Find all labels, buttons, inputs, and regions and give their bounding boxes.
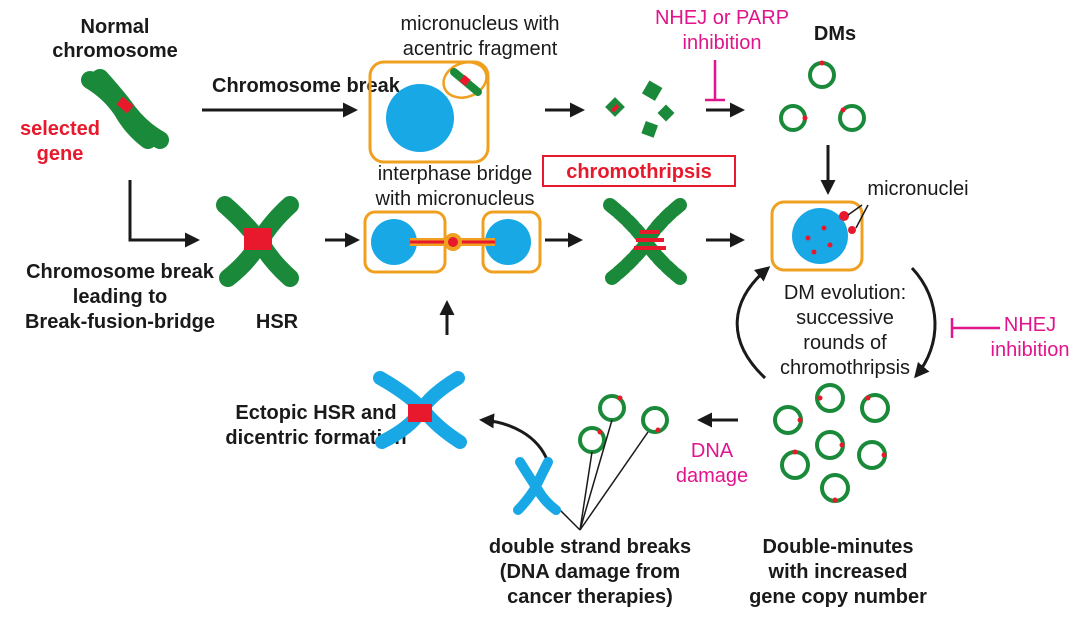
label-nhej-parp-2: inhibition [683,32,762,54]
label-dm-evolution-1: DM evolution: [784,282,906,304]
label-dm-evolution-4: chromothripsis [780,357,910,379]
label-selected-gene-1: selected [20,118,100,140]
dsb-blue-chromosome [513,457,561,515]
label-nhej-2: inhibition [991,339,1070,361]
arrow-to-ectopic [479,413,550,463]
label-dm-increased-3: gene copy number [749,586,927,608]
label-bfb-1: Chromosome break [26,261,215,283]
label-dna-damage-2: damage [676,465,748,487]
interphase-bridge [363,210,542,274]
hsr-chromosome [216,196,299,287]
label-interphase-1: interphase bridge [378,163,533,185]
label-nhej-1: NHEJ [1004,314,1056,336]
label-dna-damage-1: DNA [691,440,734,462]
label-dms: DMs [814,23,856,45]
label-micronuclei: micronuclei [867,178,968,200]
label-nhej-parp-1: NHEJ or PARP [655,7,789,29]
dsb-rings [578,394,669,454]
label-normal-chromosome-2: chromosome [52,40,178,62]
chromosome-fragments [605,80,675,138]
label-hsr: HSR [256,311,299,333]
label-bfb-2: leading to [73,286,167,308]
label-ectopic-1: Ectopic HSR and [235,402,396,424]
label-dsb-2: (DNA damage from [500,561,680,583]
label-normal-chromosome-1: Normal [81,16,150,38]
label-dm-evolution-2: successive [796,307,894,329]
ectopic-hsr-chromosome [373,371,467,449]
micronucleus-cell [368,60,490,164]
label-chromosome-break: Chromosome break [212,75,401,97]
label-dsb-3: cancer therapies) [507,586,673,608]
dm-cluster [773,383,890,503]
normal-chromosome [81,69,169,149]
label-dsb-1: double strand breaks [489,536,691,558]
label-interphase-2: with micronucleus [375,188,535,210]
arrow-to-hsr [128,180,200,248]
label-dm-increased-2: with increased [768,561,908,583]
label-micronucleus-1: micronucleus with [401,13,560,35]
arrow-evolution-right [910,266,937,379]
label-dm-evolution-3: rounds of [803,332,887,354]
label-bfb-3: Break-fusion-bridge [25,311,215,333]
label-selected-gene-2: gene [37,143,84,165]
cell-with-micronuclei [770,200,869,272]
shattered-chromosome [603,198,687,285]
label-micronucleus-2: acentric fragment [403,38,558,60]
label-dm-increased-1: Double-minutes [762,536,913,558]
chromothripsis-box [542,155,736,187]
arrow-evolution-left [735,266,771,380]
label-ectopic-2: dicentric formation [225,427,406,449]
dm-rings-top [779,60,866,132]
label-chromothripsis: chromothripsis [566,161,712,183]
